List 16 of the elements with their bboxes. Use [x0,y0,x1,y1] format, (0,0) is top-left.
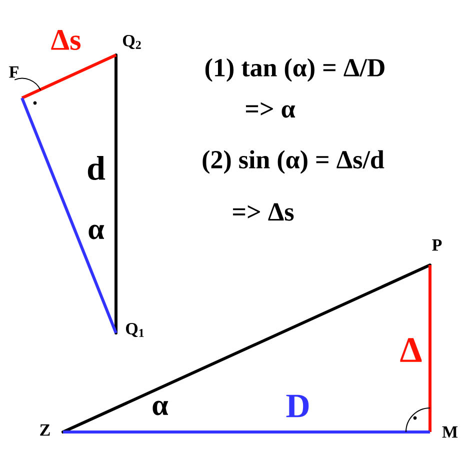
formula-text: (1) tan (α) = Δ/D [205,58,384,82]
side-label: D [286,394,309,418]
vertex-label: M [442,426,458,438]
formula-text: (2) sin (α) = Δs/d [202,150,384,174]
formula-text: => α [246,102,296,118]
side-label: Δ [400,338,422,362]
vertex-label: Q$_{2}$ [123,35,141,50]
angle-label: α [152,400,168,416]
side-label: d [88,156,106,180]
formula-text: => Δs [233,203,294,221]
vertex-label: Z [40,424,50,436]
vertex-label: F [9,66,18,78]
vertex-label: Q$_{1}$ [126,323,144,338]
vertex-label: P [432,239,442,251]
angle-label: α [88,224,104,240]
side-label: Δs [51,30,81,50]
